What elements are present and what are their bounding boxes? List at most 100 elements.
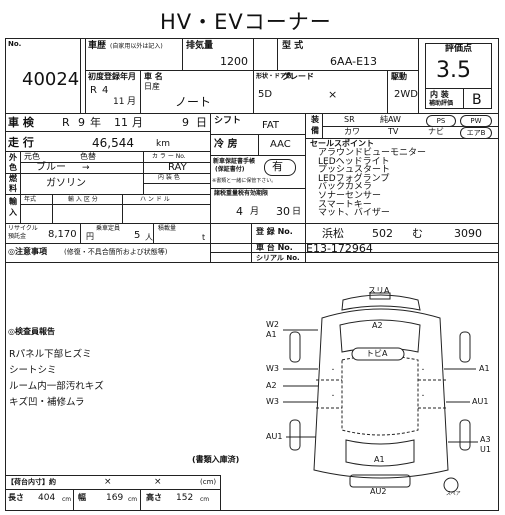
- equip-sr: SR: [344, 115, 355, 124]
- svg-text:・: ・: [330, 393, 336, 400]
- cargo-unit: (cm): [200, 478, 217, 486]
- svg-text:・: ・: [420, 393, 426, 400]
- history-note: (自家用以外は記入): [110, 43, 163, 50]
- length-label: 長さ: [8, 493, 24, 502]
- diagram-roof-label: A2: [372, 321, 383, 330]
- interior-value: B: [472, 92, 482, 108]
- door-value: 5D: [258, 89, 273, 100]
- diagram-hood-label: トビA: [366, 349, 388, 358]
- sales-point: LEDヘッドライト: [318, 156, 390, 167]
- fuel-label-b: 料: [9, 184, 17, 193]
- sales-points-label: セールスポイント: [310, 139, 374, 148]
- shaken-day: 9: [182, 116, 189, 129]
- equip-airbag: エアB: [460, 127, 492, 139]
- first-reg-label: 初度登録年月: [88, 72, 136, 81]
- import-label-b: 入: [9, 208, 17, 217]
- first-reg-unit: 月: [127, 97, 137, 107]
- registration-kana: む: [412, 227, 423, 240]
- diagram-spare-label: スペア: [446, 491, 461, 497]
- tax-month-unit: 月: [250, 207, 260, 217]
- sales-point: バックカメラ: [318, 182, 373, 193]
- car-name-label: 車 名: [144, 72, 163, 81]
- sales-point: スマートキー: [318, 199, 372, 210]
- diagram-left-label: A1: [266, 330, 277, 339]
- equip-tv: TV: [388, 127, 399, 136]
- sales-points-list: アラウンドビューモニター LEDヘッドライト プッシュスタート LEDフォグラン…: [318, 149, 426, 218]
- interior-label: 内 装: [430, 90, 449, 99]
- cargo-x1: ×: [104, 477, 112, 487]
- diagram-right-label: AU1: [472, 397, 489, 406]
- model-code-value: 6AA-E13: [330, 55, 378, 68]
- height-value: 152: [176, 493, 194, 503]
- registration-class: 502: [372, 227, 393, 240]
- color-tone-label: 色替: [80, 152, 96, 161]
- first-reg-month: 11: [113, 97, 125, 107]
- lot-label: No.: [8, 40, 22, 48]
- color-no: RAY: [168, 162, 187, 173]
- equip-leather: カワ: [344, 127, 360, 136]
- chassis-label: 車 台 No.: [256, 243, 293, 252]
- history-label: 車歴: [88, 41, 107, 51]
- interior-sub: 補助評価: [429, 100, 454, 107]
- grade-label: グレード: [282, 72, 314, 81]
- aircon-label: 冷 房: [214, 139, 238, 150]
- grade-value: ×: [328, 88, 338, 101]
- shaken-era: R: [62, 116, 70, 129]
- recycle-value: 8,170: [48, 229, 77, 240]
- tax-label: 諸税重量税有効期限: [214, 190, 269, 197]
- shaken-year: 9: [78, 116, 85, 129]
- manual-label-a: 新車保証書手帳: [213, 158, 256, 165]
- diagram-left-label: W2: [266, 320, 279, 329]
- model-code-label: 型 式: [282, 41, 304, 51]
- manual-label-b: (保証書付): [215, 166, 245, 173]
- length-unit: cm: [62, 496, 72, 503]
- shift-label: シフト: [214, 116, 242, 126]
- fuel-label-a: 燃: [9, 174, 17, 183]
- import-year-label: 年式: [24, 196, 37, 203]
- displacement-label: 排気量: [186, 41, 214, 51]
- color-original: ブルー: [36, 162, 66, 173]
- svg-text:・: ・: [420, 367, 426, 374]
- width-label: 幅: [78, 493, 86, 502]
- equip-alloy: 純AW: [380, 115, 401, 124]
- tax-day-unit: 日: [292, 207, 302, 217]
- inspector-item: シートシミ: [9, 365, 57, 376]
- equip-ps: PS: [426, 115, 456, 127]
- drive-label: 駆動: [391, 72, 407, 81]
- manual-badge: [264, 159, 296, 176]
- page-title: HV・EVコーナー: [160, 10, 332, 34]
- displacement-value: 1200: [220, 55, 248, 68]
- mileage-unit: km: [156, 139, 170, 149]
- inspector-item: Rパネル下部ヒズミ: [9, 349, 92, 360]
- length-value: 404: [38, 493, 56, 503]
- sales-point: ソナーセンサー: [318, 190, 382, 201]
- inner-color-label: 内 装 色: [158, 174, 180, 181]
- import-handle-label: ハ ン ド ル: [140, 196, 170, 203]
- height-unit: cm: [200, 496, 210, 503]
- inspector-list: Rパネル下部ヒズミ シートシミ ルーム内一部汚れキズ キズ凹・補修ムラ: [9, 347, 104, 411]
- height-label: 高さ: [146, 493, 162, 502]
- tax-day: 30: [276, 205, 290, 218]
- sales-point: プッシュスタート: [318, 165, 391, 176]
- diagram-right-label: U1: [480, 445, 491, 454]
- shaken-month: 11: [114, 116, 128, 129]
- equip-pw: PW: [460, 115, 492, 127]
- diagram-left-label: A2: [266, 381, 277, 390]
- lot-number: 40024: [22, 69, 80, 90]
- diagram-left-label: W3: [266, 397, 279, 406]
- grade-score-value: 3.5: [436, 58, 471, 83]
- shift-value: FAT: [262, 120, 280, 131]
- diagram-bottom-label: AU2: [370, 487, 387, 496]
- chassis-value: E13-172964: [306, 242, 373, 255]
- aircon-value: AAC: [270, 139, 291, 150]
- sales-point: マット、バイザー: [318, 208, 390, 219]
- sales-point: アラウンドビューモニター: [318, 148, 427, 158]
- shaken-label: 車 検: [8, 116, 34, 129]
- serial-label: シリアル No.: [256, 254, 300, 262]
- diagram-right-label: A1: [479, 364, 490, 373]
- width-unit: cm: [128, 496, 138, 503]
- load-label: 積載量: [158, 225, 177, 232]
- diagram-bottom-center-label: A1: [374, 455, 385, 464]
- recycle-label-b: 預託金: [8, 233, 27, 240]
